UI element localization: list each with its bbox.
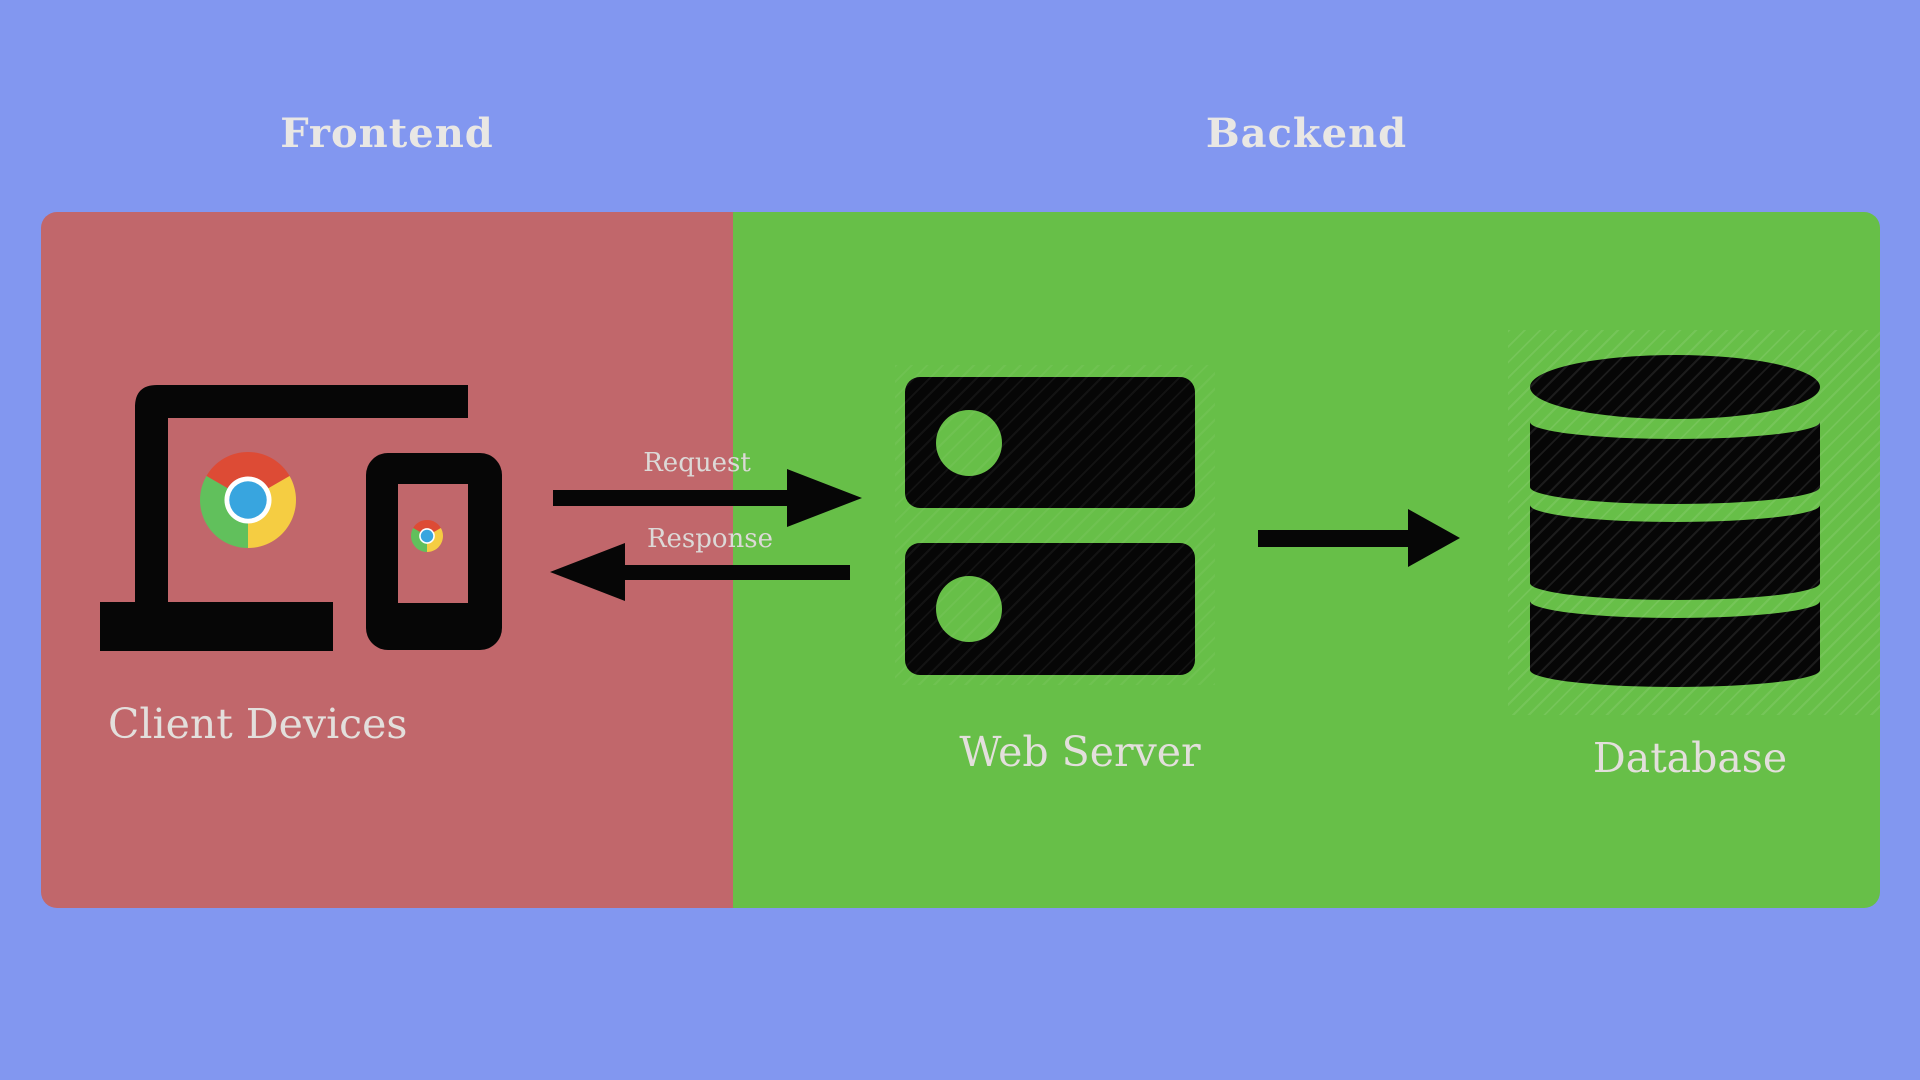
database-band-2 bbox=[1530, 505, 1820, 600]
frontend-section-title: Frontend bbox=[280, 110, 494, 157]
database-top-disc bbox=[1530, 355, 1820, 419]
web-server-icon bbox=[905, 377, 1195, 675]
chrome-logo-phone bbox=[411, 520, 443, 552]
request-arrow-head bbox=[787, 469, 862, 527]
server-light-bottom bbox=[936, 576, 1002, 642]
laptop-screen-left bbox=[135, 405, 168, 602]
database-band-3 bbox=[1530, 601, 1820, 687]
request-arrow-label: Request bbox=[643, 448, 751, 478]
client-devices-label: Client Devices bbox=[108, 700, 408, 748]
server-to-database-arrow-head bbox=[1408, 509, 1460, 567]
web-server-label: Web Server bbox=[959, 728, 1201, 776]
server-unit-bottom bbox=[905, 543, 1195, 675]
laptop-screen-top bbox=[135, 385, 468, 418]
chrome-logo-laptop bbox=[200, 452, 296, 548]
backend-section-title: Backend bbox=[1205, 110, 1408, 157]
response-arrow-shaft bbox=[625, 565, 850, 580]
request-arrow-shaft bbox=[553, 490, 787, 506]
response-arrow-label: Response bbox=[646, 524, 774, 554]
laptop-base bbox=[100, 602, 333, 651]
database-label: Database bbox=[1592, 734, 1788, 782]
response-arrow-head bbox=[550, 543, 625, 601]
server-to-database-arrow-shaft bbox=[1258, 530, 1408, 547]
database-icon bbox=[1530, 355, 1820, 687]
server-unit-top bbox=[905, 377, 1195, 508]
database-band-1 bbox=[1530, 422, 1820, 504]
server-light-top bbox=[936, 410, 1002, 476]
client-devices-icon bbox=[100, 385, 502, 651]
